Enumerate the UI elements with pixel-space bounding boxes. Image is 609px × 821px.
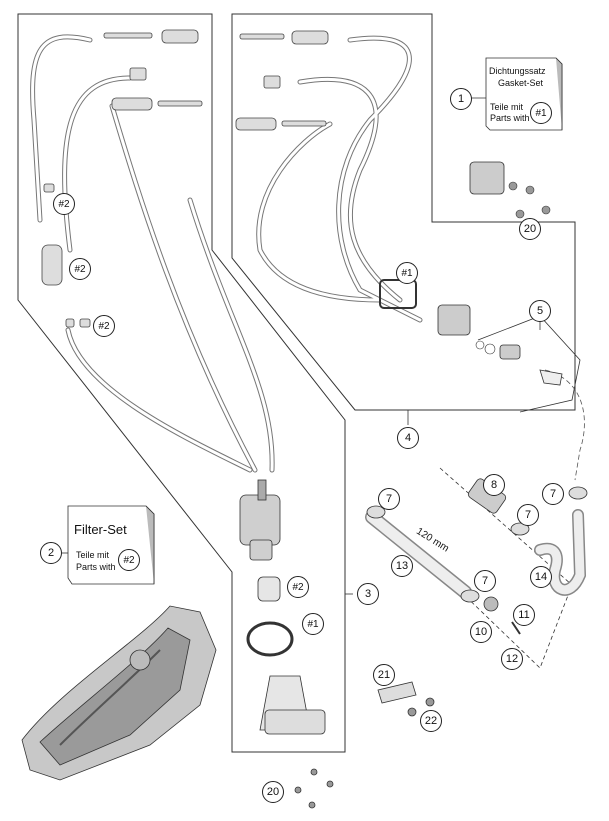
- callout-1: 1: [450, 88, 472, 110]
- gasket-set-teile-mit: Teile mit: [490, 102, 524, 112]
- gasket-set-title-de: Dichtungssatz: [489, 66, 546, 76]
- ref-2-filter: #2: [69, 258, 91, 280]
- gasket-set-ref: #1: [530, 102, 552, 124]
- callout-13: 13: [391, 555, 413, 577]
- ref-1-flange: #1: [396, 262, 418, 284]
- callout-2: 2: [40, 542, 62, 564]
- group-3-outline: [17, 13, 346, 753]
- callout-4: 4: [397, 427, 419, 449]
- filter-set-ref: #2: [118, 549, 140, 571]
- callout-8: 8: [483, 474, 505, 496]
- callout-20b: 20: [262, 781, 284, 803]
- callout-21: 21: [373, 664, 395, 686]
- callout-7a: 7: [378, 488, 400, 510]
- group-4-outline: [231, 13, 576, 411]
- ref-2-pump: #2: [287, 576, 309, 598]
- filter-set-teile-mit: Teile mit: [76, 550, 110, 560]
- filter-set-title: Filter-Set: [74, 522, 127, 537]
- callout-7c: 7: [474, 570, 496, 592]
- callout-20a: 20: [519, 218, 541, 240]
- callout-7b: 7: [517, 504, 539, 526]
- callout-22: 22: [420, 710, 442, 732]
- gasket-set-title-en: Gasket-Set: [498, 78, 544, 88]
- callout-3: 3: [357, 583, 379, 605]
- gasket-set-parts-with: Parts with: [490, 113, 530, 123]
- callout-11: 11: [513, 604, 535, 626]
- ref-2-upper: #2: [53, 193, 75, 215]
- callout-14: 14: [530, 566, 552, 588]
- fuel-pump-shape: [239, 479, 281, 561]
- ref-1-gasket: #1: [302, 613, 324, 635]
- ref-2-lower: #2: [93, 315, 115, 337]
- callout-7d: 7: [542, 483, 564, 505]
- callout-10: 10: [470, 621, 492, 643]
- group-13-outline: [427, 467, 573, 669]
- callout-5: 5: [529, 300, 551, 322]
- filter-set-parts-with: Parts with: [76, 562, 116, 572]
- callout-12: 12: [501, 648, 523, 670]
- group-5-outline: [477, 315, 581, 413]
- fuel-tank-shape: [21, 605, 217, 781]
